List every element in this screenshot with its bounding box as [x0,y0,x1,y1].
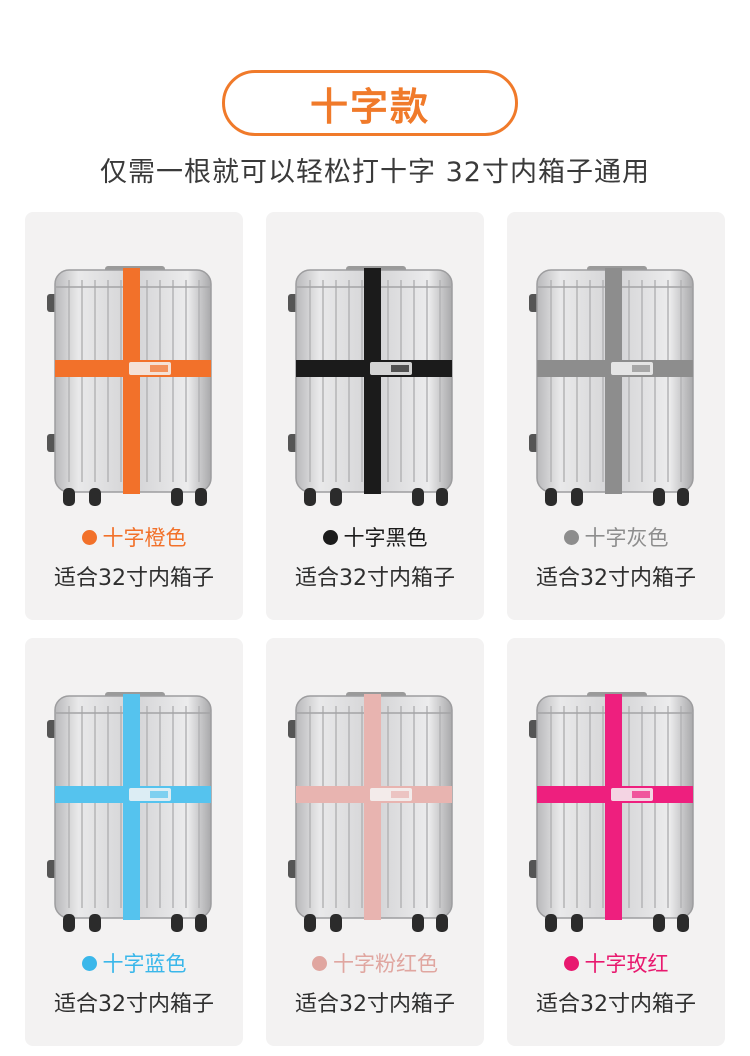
color-dot-icon [563,955,579,971]
color-label: 十字黑色 [266,522,484,552]
wheel [330,488,342,506]
suitcase-image [529,266,694,506]
strap-vertical [123,694,140,920]
fit-label: 适合32寸内箱子 [536,566,696,591]
fit-label: 适合32寸内箱子 [295,992,455,1017]
wheel [171,488,183,506]
wheel [571,488,583,506]
buckle-logo [391,791,409,798]
wheel [436,488,448,506]
suitcase-image [288,692,453,932]
color-name: 十字黑色 [343,526,428,550]
color-name: 十字蓝色 [102,952,187,976]
strap-vertical [123,268,140,494]
wheel [89,914,101,932]
suitcase-image [47,692,212,932]
wheel [653,914,665,932]
suitcase-image [529,692,694,932]
buckle-logo [150,791,168,798]
wheel [304,914,316,932]
product-card[interactable]: 十字橙色 适合32寸内箱子 [25,212,243,620]
color-name: 十字粉红色 [333,952,438,976]
wheel [545,488,557,506]
wheel [63,488,75,506]
color-label: 十字粉红色 [266,948,484,978]
wheel [63,914,75,932]
color-name: 十字橙色 [102,526,187,550]
color-dot-icon [563,529,579,545]
buckle-logo [632,791,650,798]
color-label: 十字橙色 [25,522,243,552]
wheel [304,488,316,506]
product-card[interactable]: 十字粉红色 适合32寸内箱子 [266,638,484,1046]
color-dot-icon [312,955,327,971]
wheel [89,488,101,506]
strap-vertical [364,268,381,494]
suitcase-image [47,266,212,506]
wheel [677,914,689,932]
wheel [330,914,342,932]
fit-label: 适合32寸内箱子 [54,992,214,1017]
strap-vertical [364,694,381,920]
wheel [653,488,665,506]
product-card[interactable]: 十字灰色 适合32寸内箱子 [507,212,725,620]
product-card[interactable]: 十字玫红 适合32寸内箱子 [507,638,725,1046]
wheel [436,914,448,932]
wheel [412,914,424,932]
color-label: 十字灰色 [507,522,725,552]
fit-label: 适合32寸内箱子 [54,566,214,591]
wheel [195,914,207,932]
wheel [171,914,183,932]
buckle-logo [632,365,650,372]
fit-label: 适合32寸内箱子 [295,566,455,591]
wheel [677,488,689,506]
color-name: 十字玫红 [584,952,669,976]
product-card[interactable]: 十字蓝色 适合32寸内箱子 [25,638,243,1046]
color-dot-icon [81,529,97,545]
fit-label: 适合32寸内箱子 [536,992,696,1017]
color-label: 十字蓝色 [25,948,243,978]
strap-vertical [605,268,622,494]
wheel [545,914,557,932]
product-card[interactable]: 十字黑色 适合32寸内箱子 [266,212,484,620]
color-name: 十字灰色 [584,526,669,550]
section-title: 十字款 [222,70,518,136]
wheel [412,488,424,506]
color-dot-icon [322,529,338,545]
wheel [571,914,583,932]
buckle-logo [150,365,168,372]
color-dot-icon [81,955,97,971]
section-subtitle: 仅需一根就可以轻松打十字 32寸内箱子通用 [100,157,650,188]
wheel [195,488,207,506]
color-label: 十字玫红 [507,948,725,978]
strap-vertical [605,694,622,920]
buckle-logo [391,365,409,372]
suitcase-image [288,266,453,506]
